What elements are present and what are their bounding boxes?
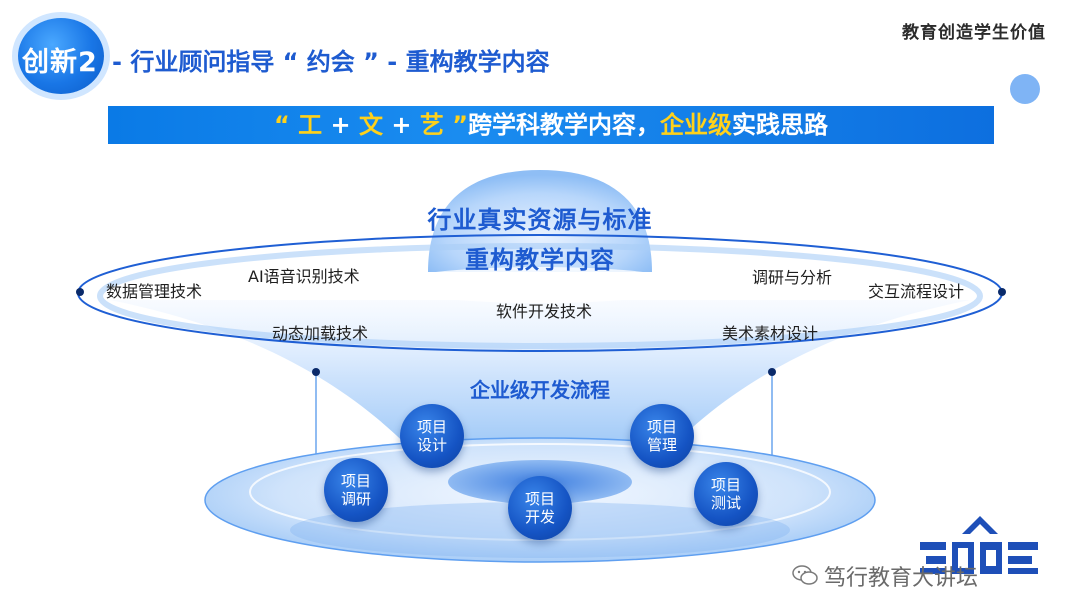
step-project-research: 项目 调研 — [324, 458, 388, 522]
label-ai-voice: AI语音识别技术 — [248, 263, 360, 287]
step-project-testing: 项目 测试 — [694, 462, 758, 526]
step-project-management: 项目 管理 — [630, 404, 694, 468]
label-art-design: 美术素材设计 — [722, 320, 818, 344]
watermark-text: 笃行教育大讲坛 — [824, 560, 978, 592]
step-label: 测试 — [711, 494, 741, 512]
diagram-title-line1: 行业真实资源与标准 — [0, 200, 1080, 235]
step-label: 设计 — [417, 436, 447, 454]
step-label: 项目 — [417, 418, 447, 436]
ring-node-left — [76, 288, 84, 296]
step-label: 管理 — [647, 436, 677, 454]
label-data-management: 数据管理技术 — [106, 278, 202, 302]
label-dynamic-loading: 动态加载技术 — [272, 320, 368, 344]
wechat-icon — [792, 564, 818, 586]
label-research-analysis: 调研与分析 — [752, 264, 832, 288]
step-project-design: 项目 设计 — [400, 404, 464, 468]
step-project-development: 项目 开发 — [508, 476, 572, 540]
label-software-dev: 软件开发技术 — [496, 298, 592, 322]
diagram-title-line2: 重构教学内容 — [0, 240, 1080, 275]
step-label: 调研 — [341, 490, 371, 508]
step-label: 项目 — [647, 418, 677, 436]
step-label: 开发 — [525, 508, 555, 526]
step-label: 项目 — [341, 472, 371, 490]
step-label: 项目 — [711, 476, 741, 494]
label-interaction-design: 交互流程设计 — [868, 278, 964, 302]
flow-title: 企业级开发流程 — [0, 374, 1080, 403]
step-label: 项目 — [525, 490, 555, 508]
ring-node-right — [998, 288, 1006, 296]
